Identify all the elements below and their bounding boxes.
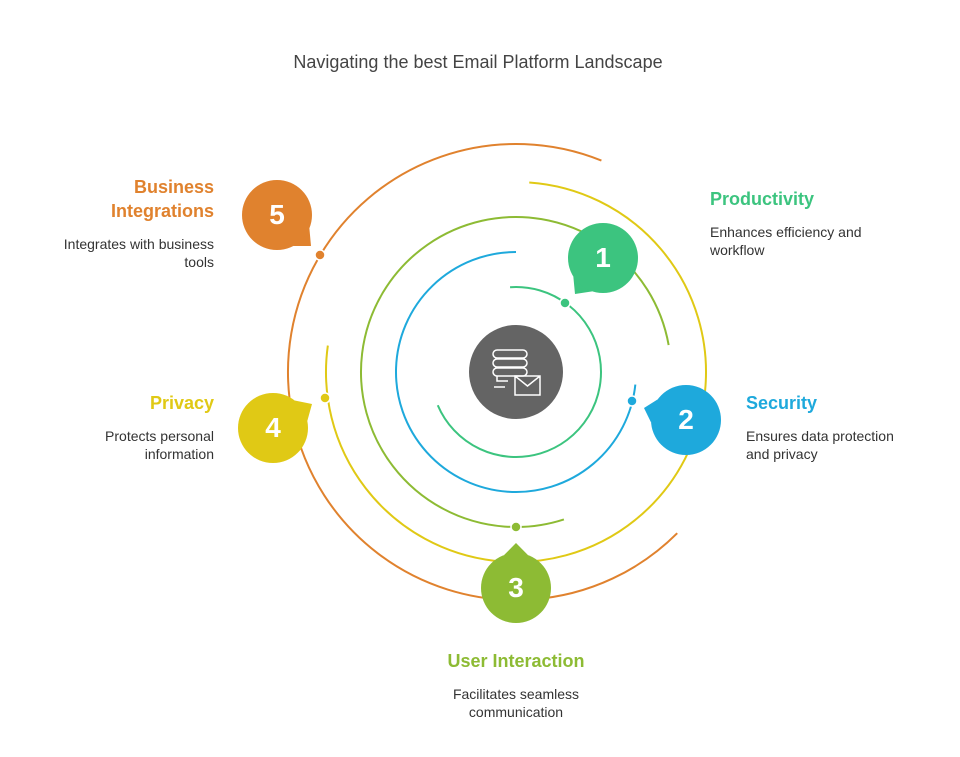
badge-number-1: 1 [595,242,611,273]
user-interaction-dot [510,521,522,533]
productivity-dot [559,297,571,309]
diagram-title: Navigating the best Email Platform Lands… [293,52,663,72]
server-email-icon [492,349,541,396]
badge-number-4: 4 [265,412,281,443]
productivity-title: Productivity [710,189,815,209]
business-dot [314,249,326,261]
business-integrations-title: Business Integrations [110,177,214,221]
center-circle [469,325,563,419]
privacy-description: Protects personal information [105,428,214,462]
security-dot [626,395,638,407]
badge-number-5: 5 [269,199,285,230]
badge-number-3: 3 [508,572,524,603]
privacy-arc [325,181,707,563]
badge-1 [568,223,638,293]
security-title: Security [746,393,818,413]
badge-5 [242,180,312,250]
privacy-dot [319,392,331,404]
badge-4 [238,393,308,463]
security-description: Ensures data protection and privacy [746,428,894,462]
badge-number-2: 2 [678,404,694,435]
productivity-description: Enhances efficiency and workflow [710,224,862,258]
badge-2 [651,385,721,455]
security-arc [395,251,637,493]
badge-3 [481,553,551,623]
privacy-title: Privacy [149,393,214,413]
badge-3-pointer [503,543,529,556]
user-interaction-description: Facilitates seamless communication [452,686,580,720]
user-interaction-title: User Interaction [447,651,585,671]
badge-2-pointer [644,399,658,423]
business-integrations-description: Integrates with business tools [63,236,214,270]
